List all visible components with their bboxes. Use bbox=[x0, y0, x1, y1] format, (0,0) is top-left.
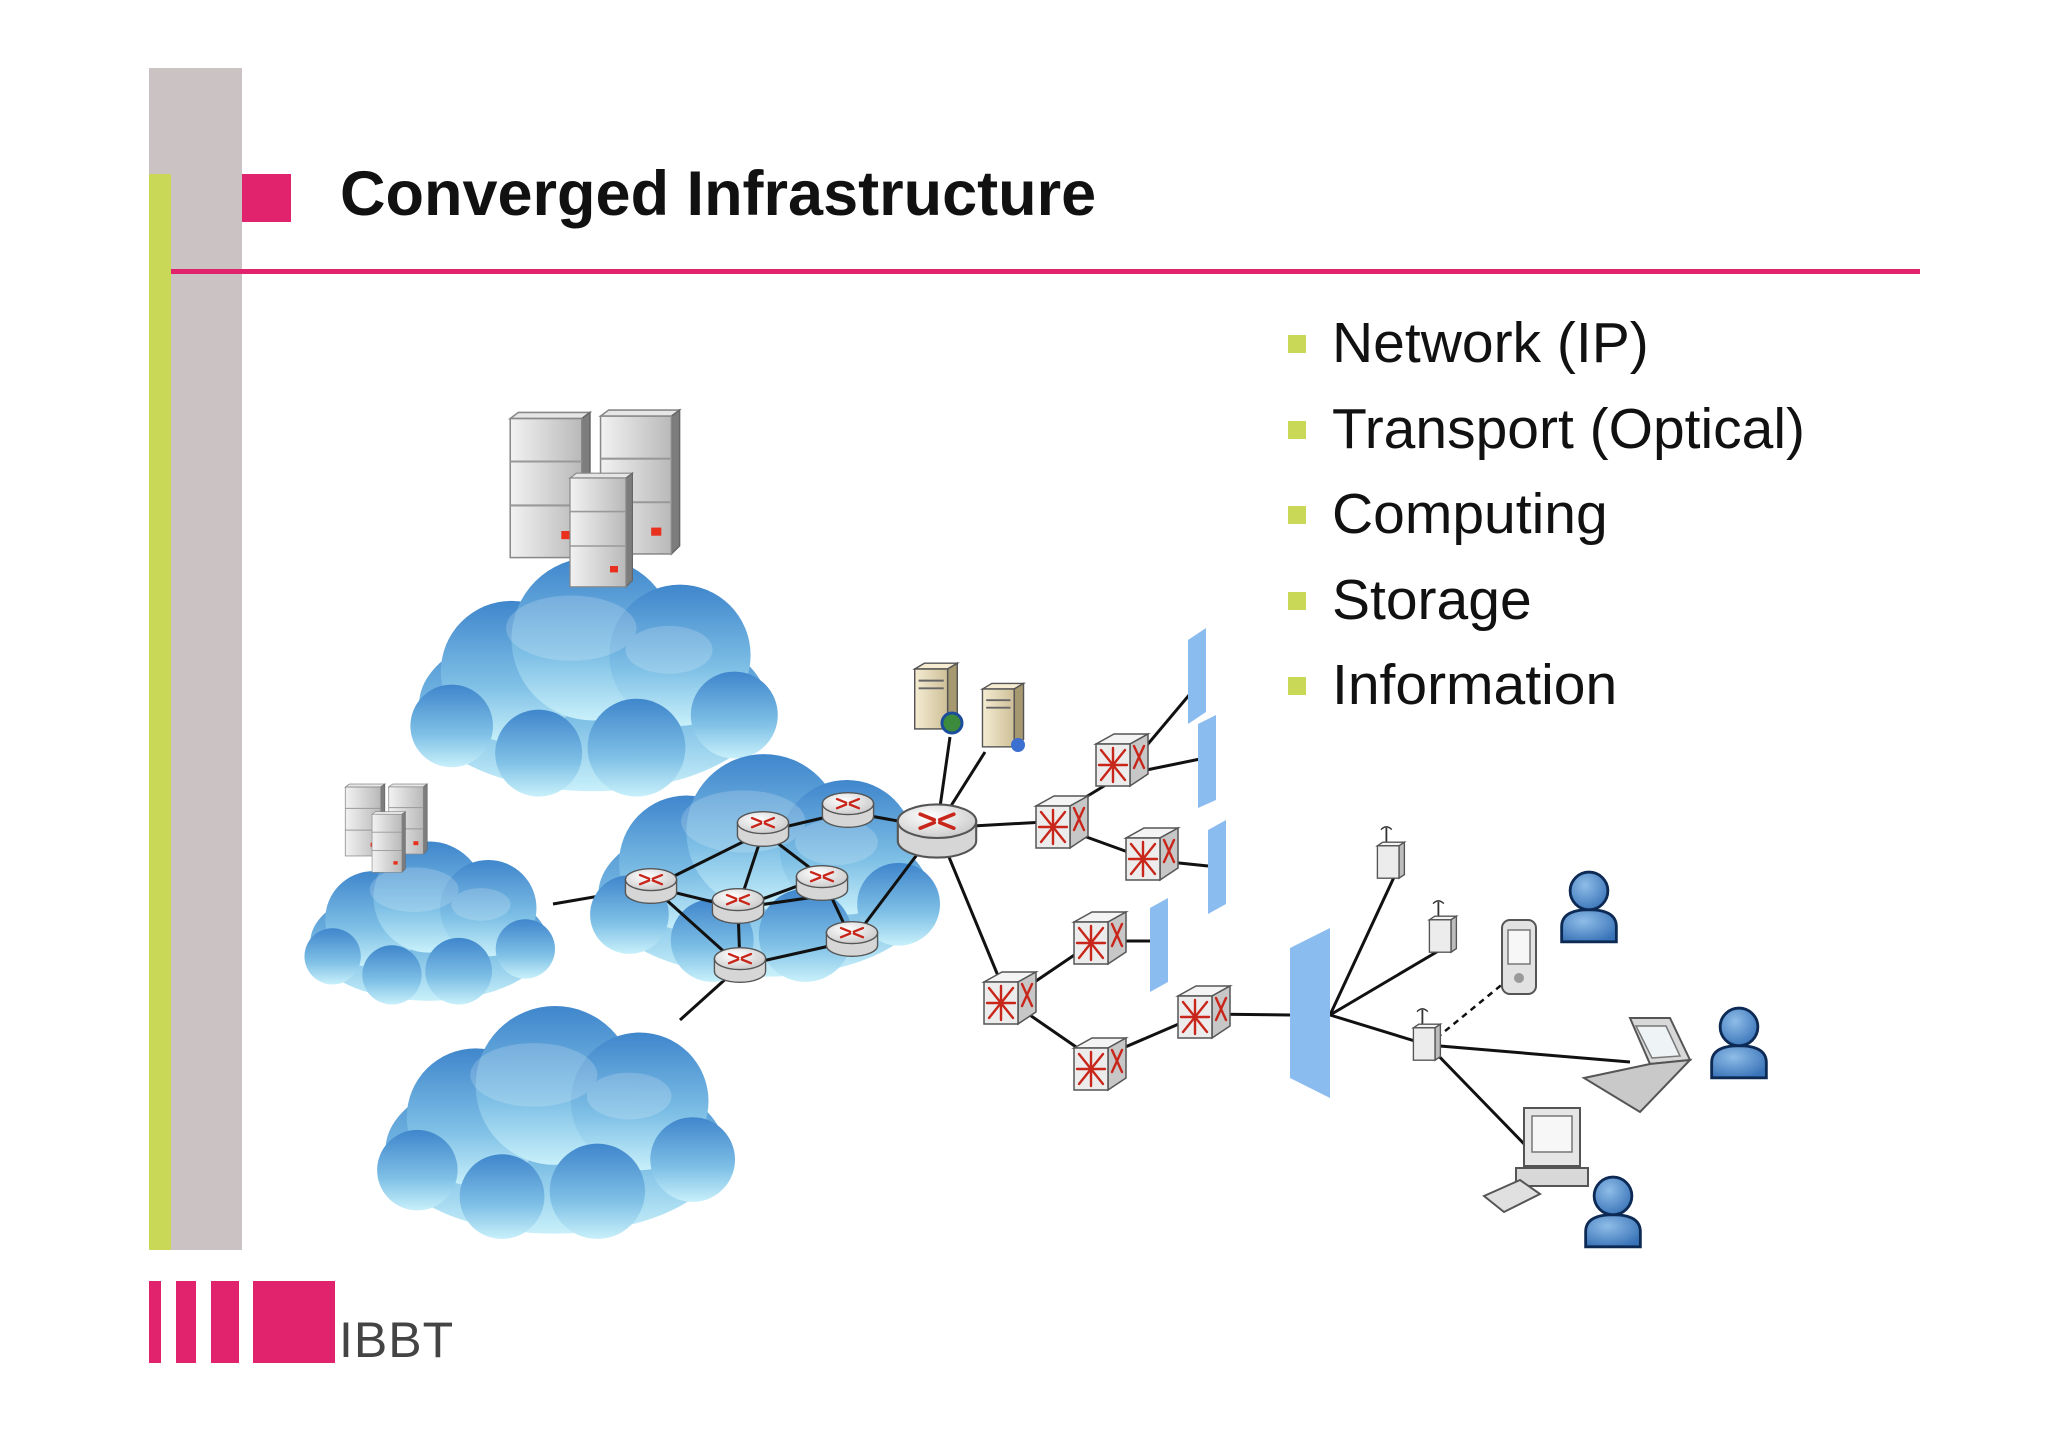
pda-icon bbox=[1501, 919, 1537, 995]
web-server-icon bbox=[981, 682, 1025, 748]
logo-text: IBBT bbox=[339, 1312, 455, 1368]
router-icon bbox=[711, 887, 765, 925]
bullet-square-icon bbox=[1288, 506, 1306, 524]
gear-icon bbox=[1011, 738, 1025, 752]
user-icon bbox=[1560, 870, 1618, 944]
router-icon bbox=[624, 867, 678, 905]
bullet-square-icon bbox=[1288, 335, 1306, 353]
desktop-computer-icon bbox=[1482, 1107, 1589, 1214]
bullet-text: Transport (Optical) bbox=[1332, 396, 1806, 461]
access-point-icon bbox=[1376, 825, 1406, 880]
optical-switch-icon bbox=[1094, 732, 1150, 788]
bullet-text: Computing bbox=[1332, 482, 1608, 546]
bullet-text: Storage bbox=[1332, 567, 1532, 632]
optical-switch-icon bbox=[1124, 826, 1180, 882]
access-point-icon bbox=[1428, 899, 1458, 954]
router-icon bbox=[713, 946, 767, 984]
user-icon bbox=[1584, 1175, 1642, 1249]
cloud-icon bbox=[304, 841, 555, 1005]
bullet-item: Information bbox=[1288, 647, 1805, 733]
access-point-icon bbox=[1412, 1007, 1442, 1062]
optical-switch-icon bbox=[1072, 910, 1128, 966]
optical-switch-icon bbox=[1072, 1036, 1128, 1092]
bullet-item: Transport (Optical) bbox=[1288, 391, 1805, 477]
logo-bar bbox=[176, 1281, 196, 1363]
cloud-icon bbox=[377, 1006, 735, 1239]
wireless-link bbox=[1427, 977, 1511, 1046]
user-icon bbox=[1710, 1006, 1768, 1080]
cloud-icon bbox=[410, 557, 778, 797]
bullet-item: Computing bbox=[1288, 476, 1805, 562]
bullet-text: Network (IP) bbox=[1332, 311, 1649, 375]
router-icon bbox=[736, 810, 790, 848]
logo-bar bbox=[211, 1281, 239, 1363]
optical-switch-icon bbox=[1176, 984, 1232, 1040]
bullet-square-icon bbox=[1288, 591, 1306, 610]
bullet-text: Information bbox=[1332, 653, 1618, 717]
left-green-band bbox=[149, 174, 171, 1250]
laptop-icon bbox=[1581, 1017, 1693, 1114]
optical-switch-icon bbox=[1034, 794, 1090, 850]
router-icon bbox=[795, 864, 849, 902]
bullet-list: Network (IP) Transport (Optical) Computi… bbox=[1288, 305, 1805, 733]
logo-bar bbox=[149, 1281, 161, 1363]
optical-switch-icon bbox=[982, 970, 1038, 1026]
router-icon bbox=[821, 791, 875, 829]
bullet-item: Storage bbox=[1288, 562, 1805, 648]
slide-title: Converged Infrastructure bbox=[340, 159, 1097, 229]
title-underline bbox=[171, 269, 1920, 274]
bullet-item: Network (IP) bbox=[1288, 305, 1805, 391]
bullet-square-icon bbox=[1288, 677, 1306, 695]
bullet-square-icon bbox=[1288, 420, 1306, 439]
server-rack-icon bbox=[509, 409, 681, 588]
title-square-marker bbox=[242, 174, 291, 222]
transport-panel-icon bbox=[1150, 628, 1330, 1098]
router-icon bbox=[825, 920, 879, 958]
router-icon bbox=[895, 802, 979, 860]
logo-bar bbox=[253, 1281, 335, 1363]
globe-icon bbox=[940, 711, 964, 735]
